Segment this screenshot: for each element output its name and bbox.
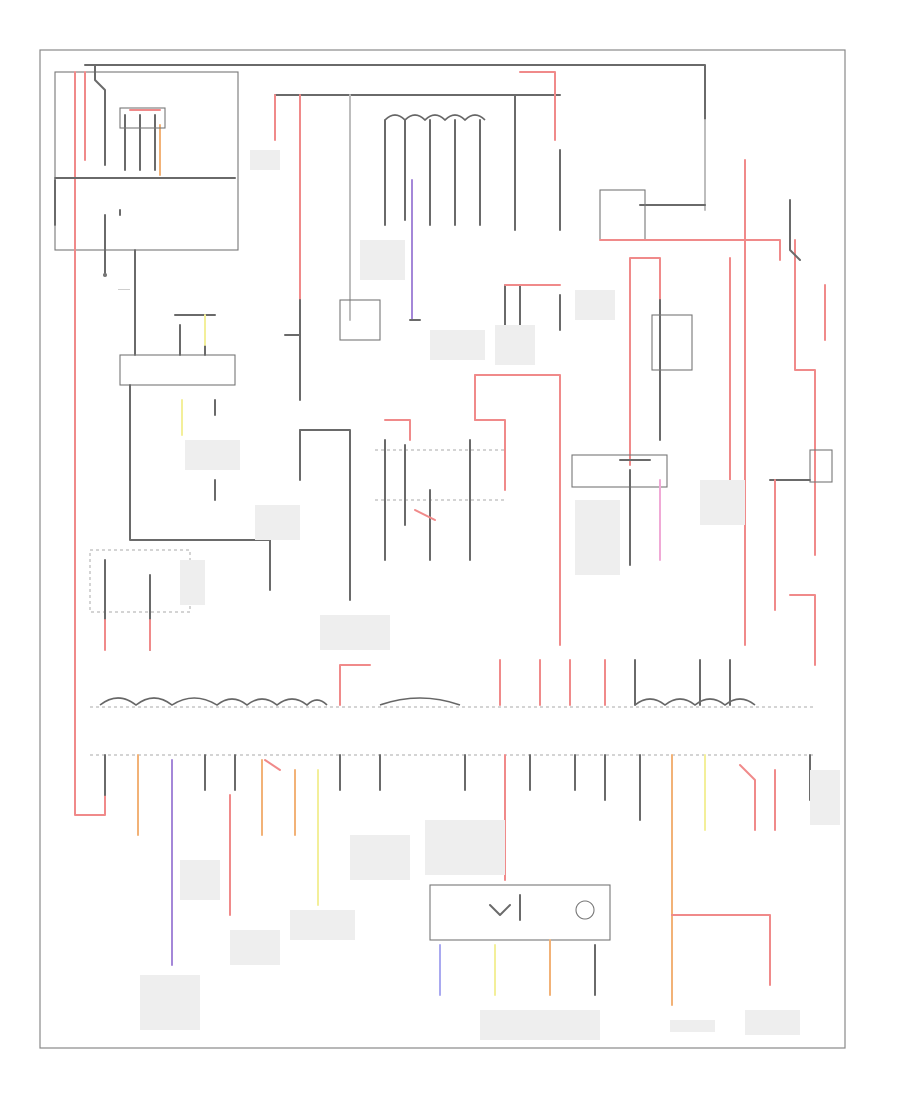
diagram-border <box>39 49 846 1049</box>
upper-right-circuits <box>571 119 833 666</box>
lower-fuse-bank <box>90 659 815 1006</box>
label-gen: ▬▬▬▬ <box>118 287 130 291</box>
battery-ignition-module: ▬▬▬▬ <box>54 64 706 816</box>
center-relay-block <box>299 284 561 646</box>
component-labels <box>140 150 840 1040</box>
bottom-module <box>429 884 611 996</box>
left-control-module <box>89 314 271 651</box>
upper-fuse-bank <box>274 71 561 401</box>
